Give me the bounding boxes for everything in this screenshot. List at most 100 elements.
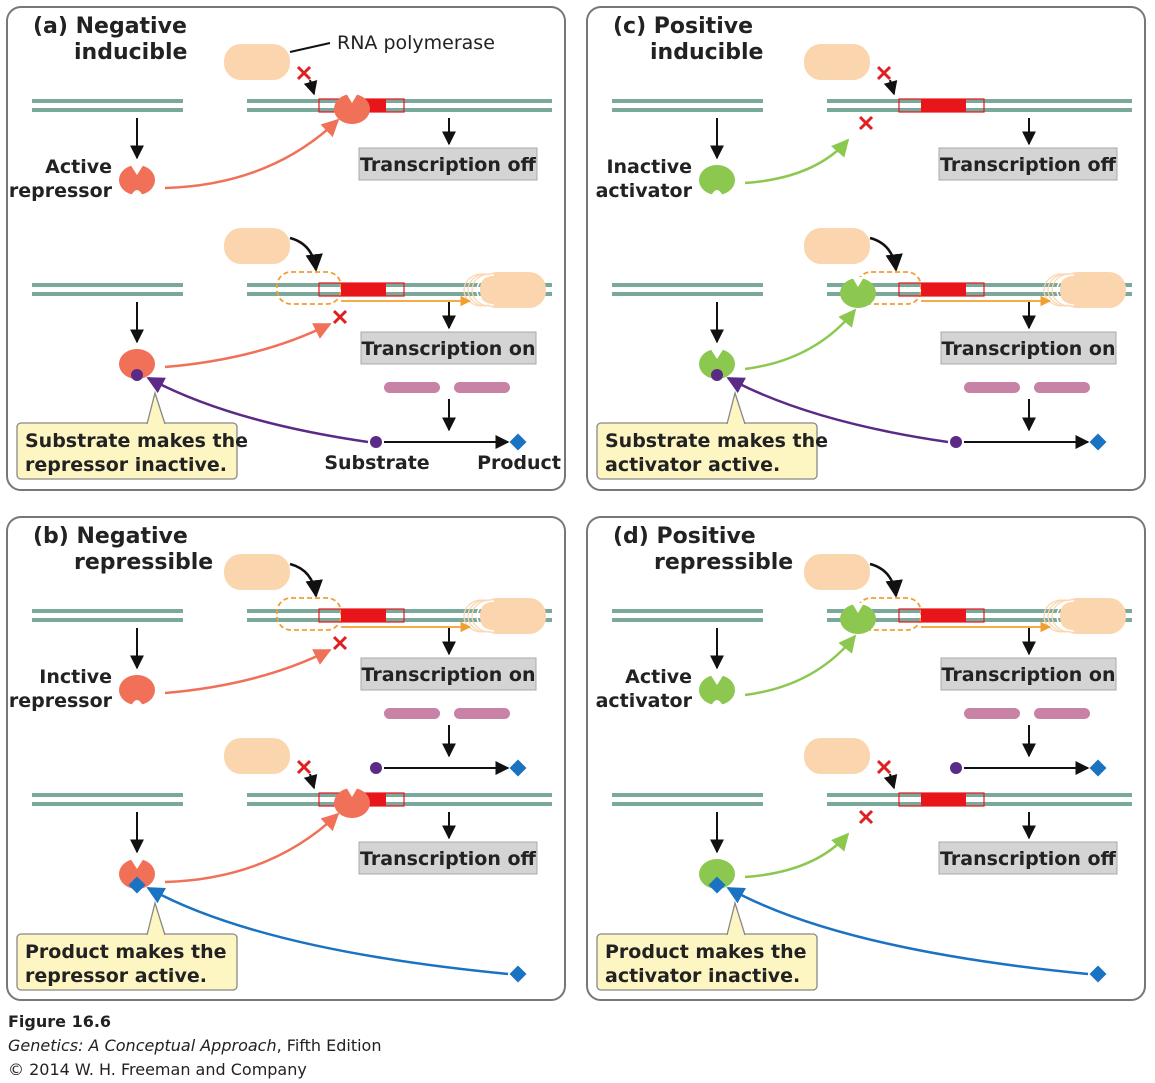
dna-regulator-bottom: [32, 283, 183, 296]
mrna-bottom: [384, 382, 510, 393]
product-top: [509, 759, 527, 777]
moving-polymerase-top: [463, 598, 546, 634]
rna-polymerase-leader: [289, 42, 331, 53]
rna-polymerase-top: [804, 44, 870, 80]
callout-c-line1: Substrate makes the: [605, 430, 828, 452]
regulator-label-1: Inactive: [606, 156, 692, 178]
transcription-box-top-label: Transcription off: [940, 154, 1116, 176]
book-title: Genetics: A Conceptual Approach: [8, 1036, 277, 1055]
callout-c-line2: activator active.: [605, 454, 780, 476]
moving-polymerase-top: [1043, 598, 1126, 634]
dna-operon-top: [827, 99, 1132, 112]
rna-polymerase-bottom: [804, 738, 870, 774]
transcription-box-bottom-label: Transcription on: [941, 338, 1115, 360]
callout-b-line1: Product makes the: [25, 941, 227, 963]
dna-operon-bottom: [827, 283, 1132, 296]
transcription-box-top: Transcription on: [360, 657, 537, 691]
pol-arrow-bottom: [289, 236, 323, 272]
product-feedback-arrow: [146, 886, 509, 976]
reg-binding-arrow-top: [164, 118, 340, 190]
dna-operon-top: [827, 609, 1132, 622]
moving-polymerase-bottom: [1043, 272, 1126, 308]
gene-top: [318, 608, 405, 623]
substrate-bottom: [950, 436, 962, 448]
feedback-product: [509, 965, 527, 983]
rna-polymerase-top: [224, 44, 290, 80]
product-top: [1089, 759, 1107, 777]
bound-activator-top: [840, 603, 876, 634]
nobind-x-top: [332, 635, 348, 651]
mrna-bottom: [964, 382, 1090, 393]
gene-top: [898, 608, 985, 623]
copyright: © 2014 W. H. Freeman and Company: [8, 1060, 307, 1079]
transcription-box-top: Transcription off: [358, 147, 538, 181]
feedback-product: [1089, 965, 1107, 983]
pol-arrow-top: [303, 79, 318, 96]
block-x-top: [876, 65, 892, 81]
dna-regulator-top: [612, 99, 763, 112]
block-x-bottom: [876, 759, 892, 775]
callout-a-line1: Substrate makes the: [25, 430, 248, 452]
rna-polymerase-bottom: [804, 228, 870, 264]
gene-bottom: [898, 282, 985, 297]
dna-regulator-top: [32, 99, 183, 112]
product-label: Product: [477, 452, 561, 474]
bound-product: [128, 876, 146, 894]
nobind-x-top: [858, 115, 874, 131]
dna-operon-top: [247, 99, 552, 112]
regulator-top: [119, 164, 155, 196]
figure-number: Figure 16.6: [8, 1012, 112, 1031]
transcription-box-bottom: Transcription on: [940, 331, 1117, 365]
regulator-label-1: Inctive: [39, 666, 112, 688]
dna-regulator-bottom: [32, 793, 183, 806]
dna-operon-bottom: [247, 283, 552, 296]
substrate-feedback-arrow: [726, 376, 949, 444]
regulator-top: [699, 674, 735, 706]
callout-d-line2: activator inactive.: [605, 965, 800, 987]
figure-caption: Figure 16.6 Genetics: A Conceptual Appro…: [8, 1010, 381, 1082]
pol-arrow-bottom: [869, 236, 903, 272]
regulator-label-1: Active: [625, 666, 692, 688]
block-x-bottom: [296, 759, 312, 775]
bound-substrate: [131, 369, 143, 381]
dna-operon-top: [247, 609, 552, 622]
block-x-top: [296, 65, 312, 81]
regulator-label-2: repressor: [9, 180, 113, 202]
bound-repressor-bottom: [334, 787, 370, 818]
substrate-label: Substrate: [324, 452, 429, 474]
bound-activator-bottom: [840, 277, 876, 308]
product-bottom: [509, 433, 527, 451]
regulator-top: [699, 165, 735, 196]
bound-product: [708, 876, 726, 894]
rna-polymerase-label: RNA polymerase: [337, 32, 495, 54]
pol-arrow-top: [289, 562, 323, 598]
rna-polymerase-top: [224, 554, 290, 590]
gene-top: [898, 98, 985, 113]
regulator-label-2: repressor: [9, 690, 113, 712]
regulator-label-2: activator: [596, 690, 693, 712]
transcription-box-bottom-label: Transcription off: [360, 848, 536, 870]
substrate-top: [370, 762, 382, 774]
transcription-box-bottom-label: Transcription off: [940, 848, 1116, 870]
regulator-label-2: activator: [596, 180, 693, 202]
gene-bottom: [898, 792, 985, 807]
panel-b-title-2: repressible: [74, 550, 213, 575]
dna-regulator-top: [612, 609, 763, 622]
pol-arrow-top: [883, 79, 898, 96]
panel-d-title-2: repressible: [654, 550, 793, 575]
dna-regulator-top: [32, 609, 183, 622]
reg-binding-arrow-top: [744, 634, 857, 697]
panel-c-title-1: (c) Positive: [613, 14, 753, 39]
transcription-box-bottom: Transcription off: [358, 841, 538, 875]
transcription-box-top: Transcription off: [938, 147, 1118, 181]
substrate-top: [950, 762, 962, 774]
reg-binding-arrow-bottom: [164, 322, 332, 369]
panel-a-title-2: inducible: [74, 40, 187, 65]
panel-a-title-1: (a) Negative: [33, 14, 187, 39]
